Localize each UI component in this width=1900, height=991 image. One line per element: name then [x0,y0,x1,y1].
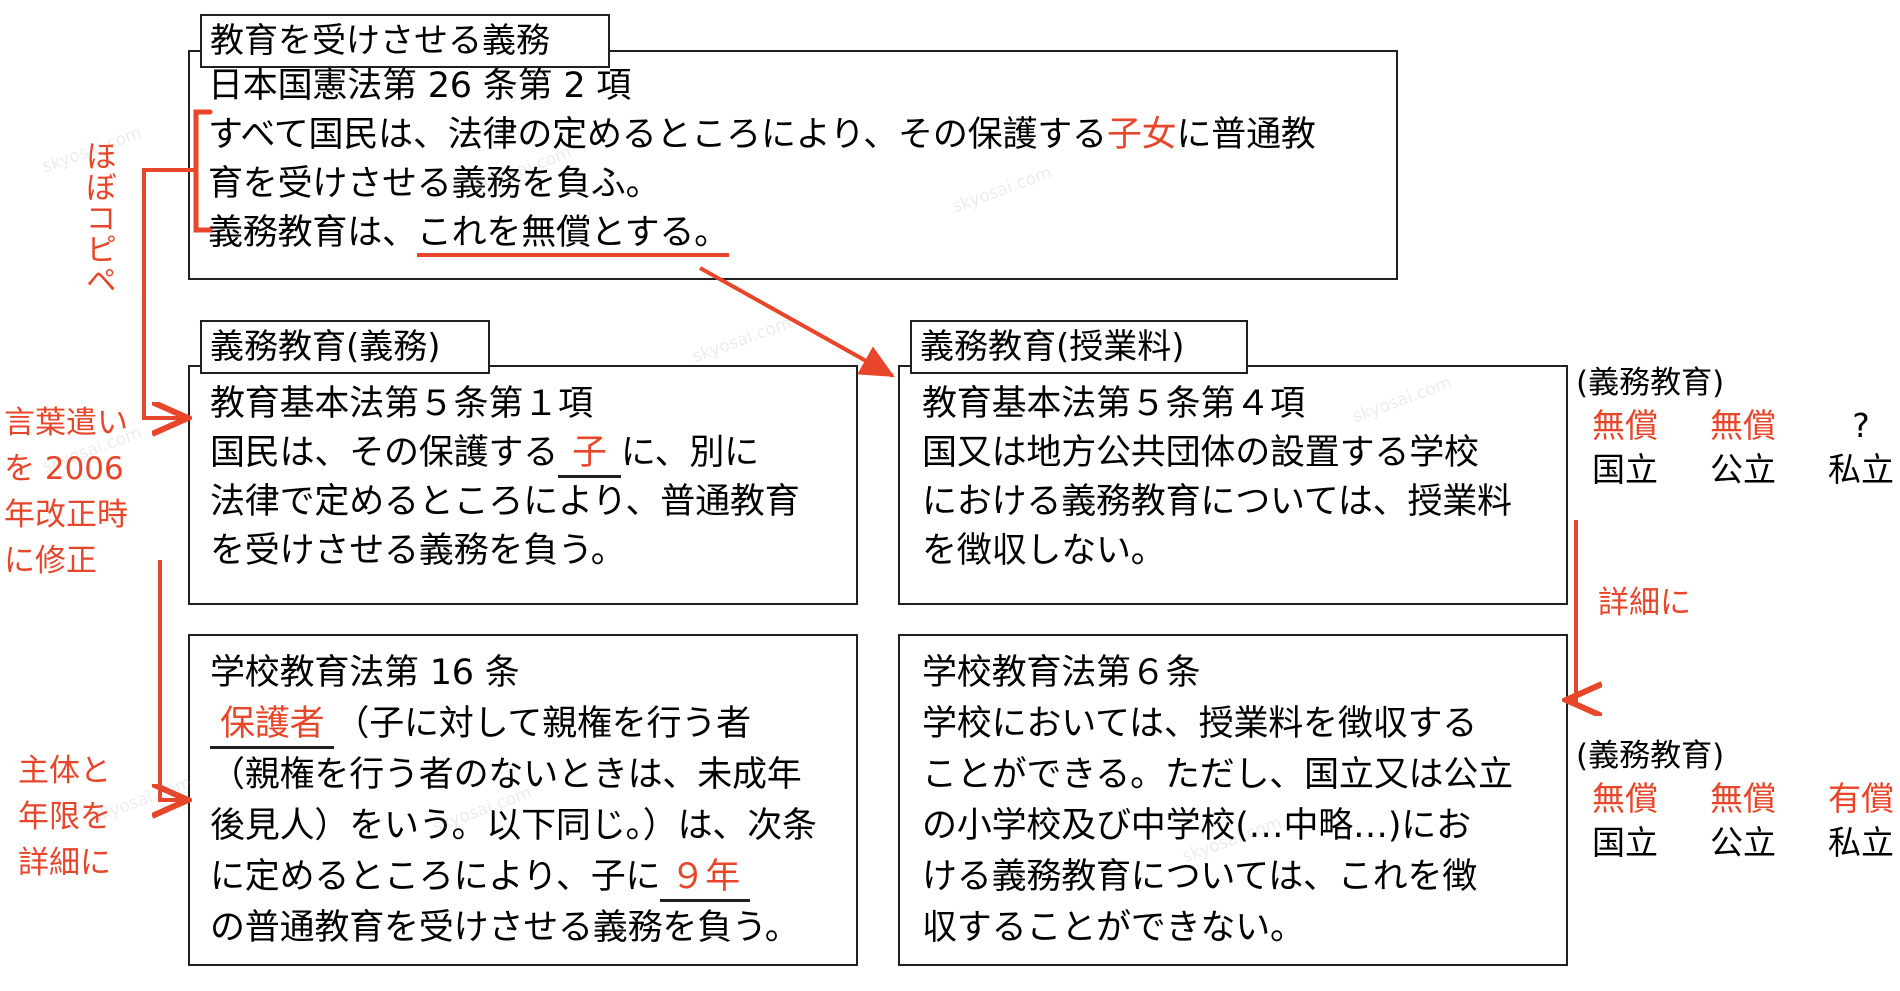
legend-lower-status-koritsu: 無償 [1710,779,1776,818]
watermark: skyosai.com [689,312,795,368]
constitution-line-4: 義務教育は、これを無償とする。 [208,209,1388,258]
constitution-line-1: 日本国憲法第 26 条第 2 項 [208,66,632,106]
constitution-highlight-shijo: 子女 [1106,115,1177,155]
gakkoho6-line-6: 収することができない。 [922,908,1305,948]
constitution-line-2a: すべて国民は、法律の定めるところにより、その保護する [208,115,1107,155]
legend-lower-status-shiritsu: 有償 [1828,779,1894,818]
subject-term-line-2: 年限を [18,799,111,835]
gakkoho16-line-3: （親権を行う者のないときは、未成年 [210,755,802,795]
kihonho-jugyoryo-line-4: を徴収しない。 [922,531,1166,571]
annotation-detail-right: 詳細に [1598,580,1691,626]
wording-fix-line-1: 言葉遣い [4,405,128,441]
text-constitution: 日本国憲法第 26 条第 2 項 すべて国民は、法律の定めるところにより、その保… [208,62,1388,258]
legend-upper-kind-koritsu: 公立 [1710,450,1776,489]
legend-upper-status-kokuritsu: 無償 [1592,406,1658,445]
constitution-line-4a: 義務教育は、 [208,213,417,253]
legend-upper-kind-shiritsu: 私立 [1828,450,1894,489]
legend-upper-status-row: 無償 無償 ? [1576,404,1900,448]
legend-lower-status-kokuritsu: 無償 [1592,779,1658,818]
box-kihonho-jugyoryo [898,365,1568,605]
tag-kihonho-jugyoryo-label: 義務教育(授業料) [920,327,1185,367]
arrow-detail-right [1568,520,1576,700]
kihonho-gimu-blank-ko: 子 [558,433,621,478]
annotation-wording-fix: 言葉遣い を 2006 年改正時 に修正 [4,400,128,584]
gakkoho6-line-1: 学校教育法第６条 [922,653,1201,693]
kihonho-jugyoryo-line-1: 教育基本法第５条第４項 [922,384,1305,424]
arrow-musho-to-jugyoryo [699,266,895,378]
legend-lower-kind-koritsu: 公立 [1710,823,1776,862]
tag-constitution: 教育を受けさせる義務 [200,14,610,68]
kihonho-jugyoryo-line-3: における義務教育については、授業料 [922,482,1512,522]
wording-fix-line-2: を 2006 [4,451,124,487]
gakkoho16-blank-hogosha: 保護者 [210,704,335,749]
gakkoho16-line-4: 後見人）をいう。以下同じ。）は、次条 [210,806,817,846]
subject-term-line-3: 詳細に [18,845,111,881]
box-gakkoho-6 [898,634,1568,966]
legend-lower-head: (義務教育) [1576,738,1725,774]
legend-lower-kind-kokuritsu: 国立 [1592,823,1658,862]
gakkoho6-line-2: 学校においては、授業料を徴収する [922,704,1478,744]
text-kihonho-jugyoryo: 教育基本法第５条第４項 国又は地方公共団体の設置する学校 における義務教育につい… [922,380,1562,576]
box-kihonho-gimu [188,365,858,605]
tag-kihonho-gimu: 義務教育(義務) [200,320,490,374]
kihonho-gimu-line-2: 国民は、その保護する子に、別に [210,429,850,478]
legend-upper-status-koritsu: 無償 [1710,406,1776,445]
box-gakkoho-16 [188,634,858,966]
gakkoho6-line-5: ける義務教育については、これを徴 [922,857,1478,897]
legend-upper-kind-kokuritsu: 国立 [1592,450,1658,489]
legend-upper: (義務教育) 無償 無償 ? 国立 公立 私立 [1576,362,1900,492]
gakkoho16-line-2: 保護者（子に対して親権を行う者 [210,699,850,750]
text-gakkoho-16: 学校教育法第 16 条 保護者（子に対して親権を行う者 （親権を行う者のないとき… [210,648,850,954]
kihonho-gimu-line-1: 教育基本法第５条第１項 [210,384,593,424]
arrow-subject-term [160,560,186,800]
constitution-line-3: 育を受けさせる義務を負ふ。 [208,164,661,204]
legend-lower-status-row: 無償 無償 有償 [1576,777,1900,821]
wording-fix-line-3: 年改正時 [4,497,128,533]
legend-lower-kind-row: 国立 公立 私立 [1576,821,1900,865]
gakkoho16-blank-9nen: ９年 [660,857,750,902]
kihonho-jugyoryo-line-2: 国又は地方公共団体の設置する学校 [922,433,1479,473]
tag-kihonho-jugyoryo: 義務教育(授業料) [910,320,1248,374]
constitution-line-2: すべて国民は、法律の定めるところにより、その保護する子女に普通教 [208,111,1388,160]
annotation-copy-paste: ほぼコピペ [79,140,116,295]
subject-term-line-1: 主体と [18,753,111,789]
legend-upper-status-shiritsu: ? [1852,406,1870,445]
gakkoho16-line-2b: （子に対して親権を行う者 [334,704,751,744]
legend-lower-kind-shiritsu: 私立 [1828,823,1894,862]
kihonho-gimu-line-2a: 国民は、その保護する [210,433,559,473]
legend-lower: (義務教育) 無償 無償 有償 国立 公立 私立 [1576,735,1900,865]
annotation-subject-term: 主体と 年限を 詳細に [18,748,111,886]
text-kihonho-gimu: 教育基本法第５条第１項 国民は、その保護する子に、別に 法律で定めるところにより… [210,380,850,576]
wording-fix-line-4: に修正 [4,543,97,579]
legend-upper-kind-row: 国立 公立 私立 [1576,448,1900,492]
gakkoho6-line-3: ことができる。ただし、国立又は公立 [922,755,1513,795]
kihonho-gimu-line-2c: に、別に [620,433,759,473]
detail-right-label: 詳細に [1598,585,1691,621]
tag-kihonho-gimu-label: 義務教育(義務) [210,327,441,367]
gakkoho16-line-6: の普通教育を受けさせる義務を負う。 [210,908,800,948]
kihonho-gimu-line-4: を受けさせる義務を負う。 [210,531,626,571]
text-gakkoho-6: 学校教育法第６条 学校においては、授業料を徴収する ことができる。ただし、国立又… [922,648,1562,954]
tag-constitution-label: 教育を受けさせる義務 [210,21,550,61]
constitution-underline-musho: これを無償とする。 [416,213,729,257]
gakkoho16-line-5a: に定めるところにより、子に [210,857,661,897]
gakkoho16-line-1: 学校教育法第 16 条 [210,653,520,693]
legend-upper-head: (義務教育) [1576,365,1725,401]
kihonho-gimu-line-3: 法律で定めるところにより、普通教育 [210,482,800,522]
gakkoho6-line-4: の小学校及び中学校(…中略…)にお [922,806,1471,846]
box-constitution [188,50,1398,280]
constitution-line-2c: に普通教 [1176,115,1316,155]
